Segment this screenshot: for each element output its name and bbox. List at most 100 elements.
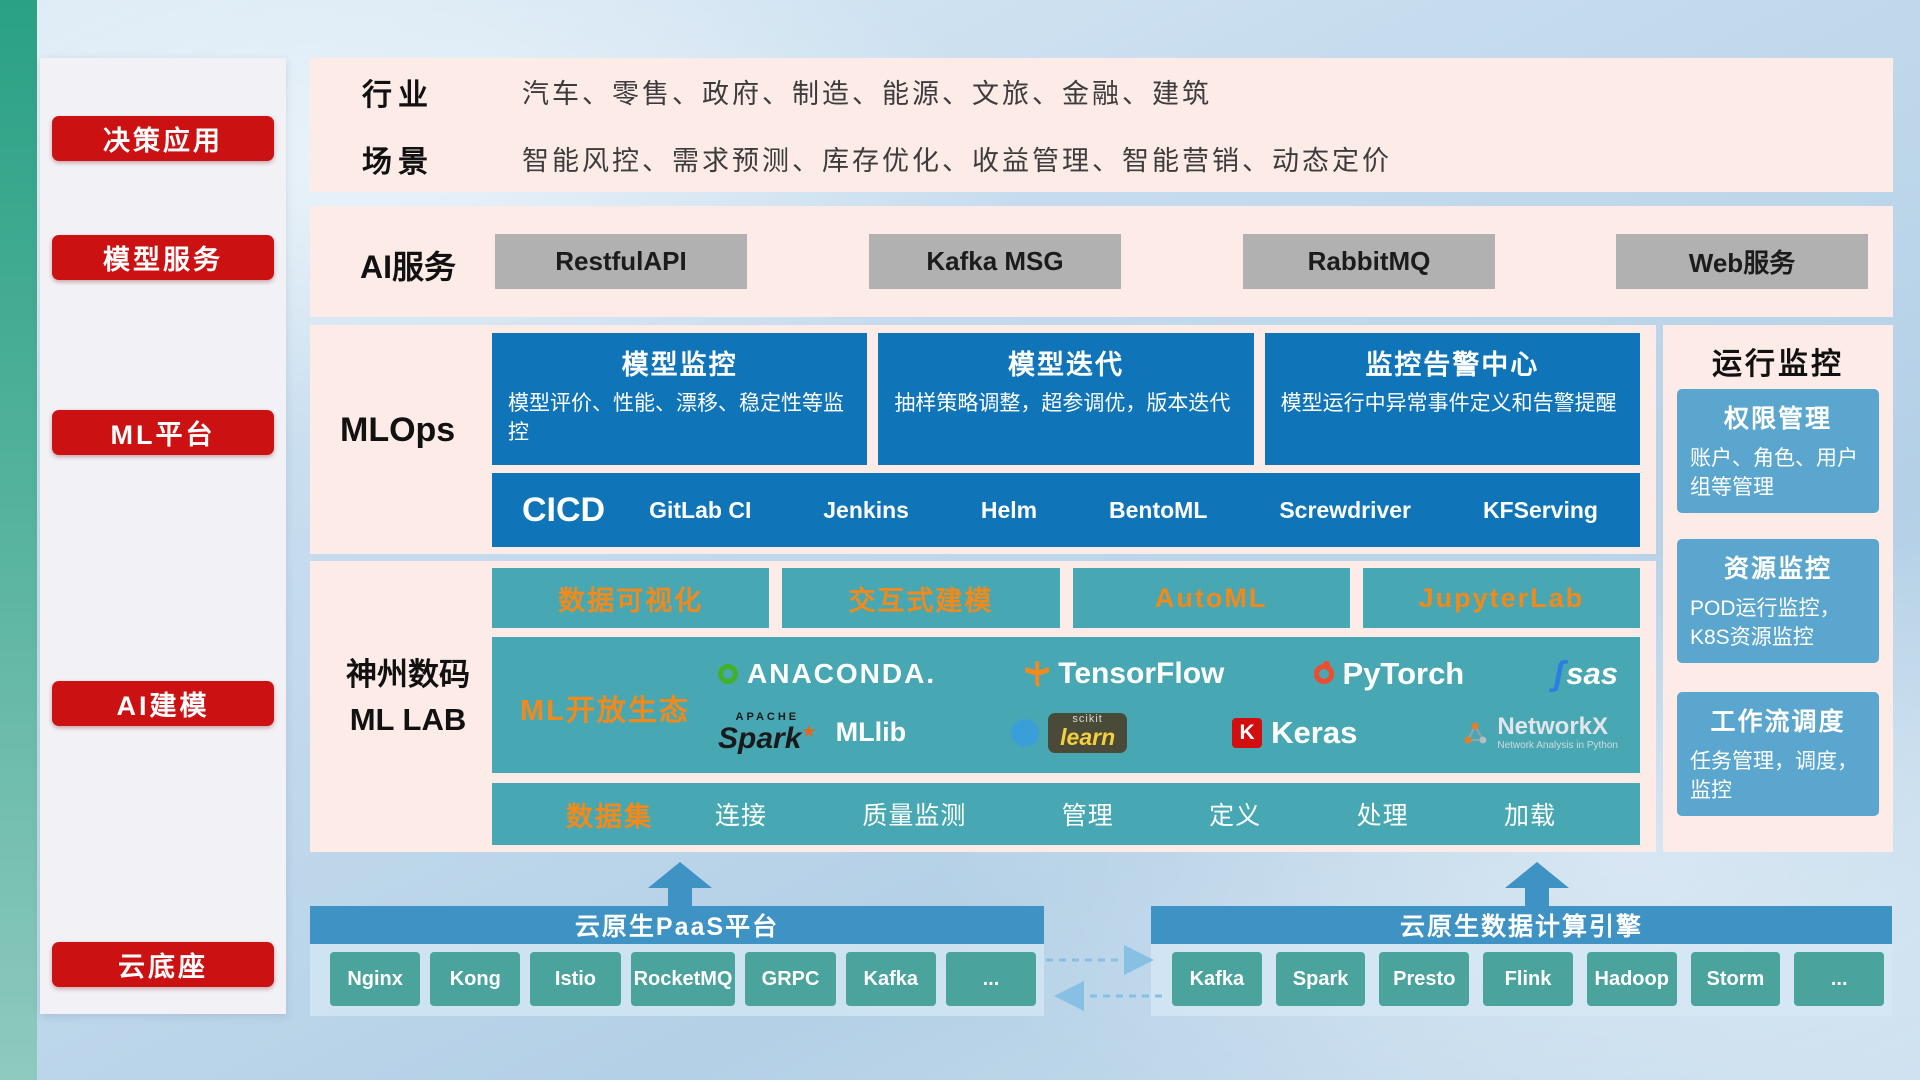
card-title: 资源监控 — [1723, 555, 1832, 583]
runtime-monitoring-title: 运行监控 — [1712, 348, 1844, 381]
industry-label: 行业 — [362, 78, 434, 112]
cicd-item-screwdriver: Screwdriver — [1279, 496, 1412, 523]
cicd-items: GitLab CI Jenkins Helm BentoML Screwdriv… — [649, 497, 1640, 524]
nginx-chip[interactable]: Nginx — [330, 952, 421, 1006]
sidebar: 决策应用 模型服务 ML平台 AI建模 云底座 — [40, 58, 286, 1014]
grpc-chip[interactable]: GRPC — [745, 952, 836, 1006]
sidebar-item-cloud-base[interactable]: 云底座 — [52, 942, 274, 987]
scikit-learn-icon — [1011, 718, 1040, 747]
pytorch-name: PyTorch — [1342, 656, 1465, 692]
scenario-label: 场景 — [362, 145, 434, 179]
resource-monitor-card: 资源监控 POD运行监控，K8S资源监控 — [1677, 539, 1879, 663]
web-service-button[interactable]: Web服务 — [1616, 234, 1868, 289]
cicd-label: CICD — [522, 490, 606, 529]
card-desc: 任务管理，调度，监控 — [1690, 750, 1858, 803]
data-engine-bar: 云原生数据计算引擎 — [1151, 906, 1892, 944]
keras-name: Keras — [1271, 714, 1358, 750]
more-chip[interactable]: ... — [1794, 952, 1885, 1006]
anaconda-name: ANACONDA. — [747, 658, 937, 690]
spark-apache-text: APACHE — [735, 710, 800, 723]
card-title: 监控告警中心 — [1365, 350, 1540, 380]
cicd-item-bentoml: BentoML — [1109, 496, 1208, 523]
tensorflow-icon — [1025, 661, 1050, 688]
dataset-item-quality: 质量监测 — [862, 802, 967, 830]
dataset-item-define: 定义 — [1209, 802, 1262, 830]
pytorch-logo: PyTorch — [1313, 656, 1465, 692]
kong-chip[interactable]: Kong — [430, 952, 521, 1006]
sidebar-item-ml-platform[interactable]: ML平台 — [52, 410, 274, 455]
scenario-row: 场景 智能风控、需求预测、库存优化、收益管理、智能营销、动态定价 — [310, 125, 1893, 192]
cicd-item-kfserving: KFServing — [1482, 496, 1598, 523]
sidebar-item-ai-modeling[interactable]: AI建模 — [52, 681, 274, 726]
sas-swoosh-icon: ʃ — [1553, 655, 1565, 694]
spark-chip[interactable]: Spark — [1275, 952, 1366, 1006]
sidebar-item-decision-apps[interactable]: 决策应用 — [52, 116, 274, 161]
interactive-modeling-button[interactable]: 交互式建模 — [782, 568, 1060, 628]
kafka-msg-button[interactable]: Kafka MSG — [869, 234, 1121, 289]
dashed-flow-arrows-icon — [1046, 945, 1162, 1011]
hadoop-chip[interactable]: Hadoop — [1586, 952, 1677, 1006]
card-title: 模型迭代 — [1007, 350, 1124, 380]
networkx-subtitle: Network Analysis in Python — [1497, 740, 1618, 752]
cicd-item-jenkins: Jenkins — [823, 496, 909, 523]
jupyterlab-button[interactable]: JupyterLab — [1362, 568, 1640, 628]
ml-lab-label-line2: ML LAB — [349, 701, 467, 737]
learn-text: learn — [1060, 724, 1116, 751]
keras-icon: K — [1232, 717, 1263, 748]
sidebar-item-model-service[interactable]: 模型服务 — [52, 235, 274, 280]
more-chip[interactable]: ... — [945, 952, 1037, 1006]
mlops-label: MLOps — [340, 411, 456, 449]
left-accent-strip — [0, 0, 37, 1080]
logo-row-1: ANACONDA. TensorFlow PyTorch ʃ sas — [718, 656, 1618, 692]
ml-lab-tools: 数据可视化 交互式建模 AutoML JupyterLab — [492, 568, 1640, 628]
card-title: 权限管理 — [1723, 405, 1832, 433]
dataset-item-connect: 连接 — [715, 802, 768, 830]
automl-button[interactable]: AutoML — [1072, 568, 1350, 628]
istio-chip[interactable]: Istio — [530, 952, 621, 1006]
card-desc: 抽样策略调整，超参调优，版本迭代 — [894, 392, 1231, 415]
scikit-learn-logo: scikit learn — [1011, 712, 1128, 753]
anaconda-icon — [718, 664, 738, 685]
card-desc: 模型评价、性能、漂移、稳定性等监控 — [508, 392, 844, 445]
presto-chip[interactable]: Presto — [1379, 952, 1470, 1006]
mllib-name: MLlib — [835, 717, 907, 748]
spark-star-icon: ★ — [801, 721, 817, 741]
permission-mgmt-card: 权限管理 账户、角色、用户组等管理 — [1677, 389, 1879, 513]
card-desc: 模型运行中异常事件定义和告警提醒 — [1280, 392, 1617, 415]
mlops-cards: 模型监控 模型评价、性能、漂移、稳定性等监控 模型迭代 抽样策略调整，超参调优，… — [492, 333, 1640, 465]
dataset-item-process: 处理 — [1356, 802, 1409, 830]
ml-lab-label-line1: 神州数码 — [346, 657, 470, 692]
card-title: 工作流调度 — [1710, 708, 1846, 736]
runtime-monitoring-panel: 运行监控 权限管理 账户、角色、用户组等管理 资源监控 POD运行监控，K8S资… — [1663, 325, 1893, 852]
data-visualization-button[interactable]: 数据可视化 — [492, 568, 770, 628]
paas-platform-bar: 云原生PaaS平台 — [310, 906, 1044, 944]
card-desc: 账户、角色、用户组等管理 — [1690, 447, 1858, 500]
up-arrow-icon — [648, 862, 712, 906]
rabbitmq-button[interactable]: RabbitMQ — [1243, 234, 1495, 289]
pytorch-icon — [1313, 661, 1334, 685]
tensorflow-name: TensorFlow — [1058, 657, 1225, 691]
anaconda-logo: ANACONDA. — [718, 658, 936, 690]
cicd-item-gitlab-ci: GitLab CI — [649, 496, 752, 523]
ml-ecosystem-box: ML开放生态 ANACONDA. TensorFlow PyTorch ʃ sa… — [492, 637, 1640, 773]
tensorflow-logo: TensorFlow — [1025, 657, 1224, 691]
dataset-label: 数据集 — [566, 801, 653, 832]
networkx-icon — [1464, 722, 1487, 744]
scikit-text: scikit — [1072, 712, 1103, 725]
storm-chip[interactable]: Storm — [1690, 952, 1781, 1006]
restfulapi-button[interactable]: RestfulAPI — [495, 234, 747, 289]
model-monitoring-card: 模型监控 模型评价、性能、漂移、稳定性等监控 — [492, 333, 868, 465]
rocketmq-chip[interactable]: RocketMQ — [630, 952, 736, 1006]
kafka-chip[interactable]: Kafka — [1172, 952, 1262, 1006]
kafka-chip[interactable]: Kafka — [845, 952, 936, 1006]
up-arrow-icon — [1505, 862, 1569, 906]
industry-row: 行业 汽车、零售、政府、制造、能源、文旅、金融、建筑 — [310, 58, 1893, 125]
ml-lab-label: 神州数码 ML LAB — [324, 653, 492, 743]
ai-service-label: AI服务 — [360, 249, 457, 285]
paas-chips: Nginx Kong Istio RocketMQ GRPC Kafka ... — [330, 952, 1037, 1006]
model-iteration-card: 模型迭代 抽样策略调整，超参调优，版本迭代 — [878, 333, 1254, 465]
flink-chip[interactable]: Flink — [1483, 952, 1573, 1006]
scenario-text: 智能风控、需求预测、库存优化、收益管理、智能营销、动态定价 — [522, 146, 1392, 176]
workflow-scheduling-card: 工作流调度 任务管理，调度，监控 — [1677, 692, 1879, 816]
dataset-item-manage: 管理 — [1061, 802, 1114, 830]
